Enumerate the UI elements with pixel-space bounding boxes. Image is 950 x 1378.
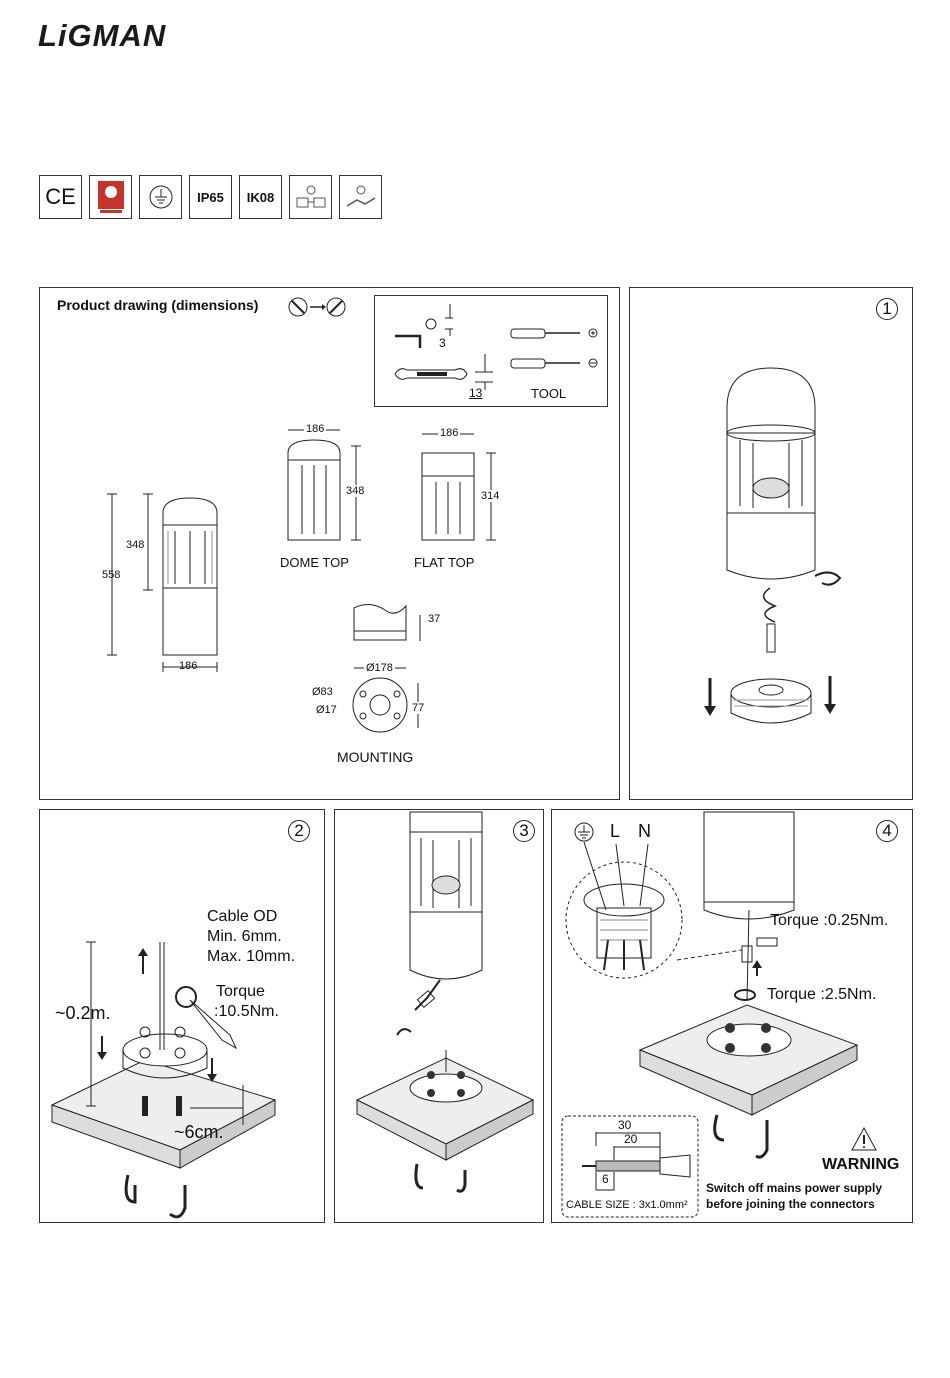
step-4-panel: 4 L N [551,809,913,1223]
terminal-l-label: L [610,821,621,841]
tool-label: TOOL [531,386,567,401]
tools-swap-icon [288,296,348,318]
strip-total: 30 [618,1118,632,1132]
step-1-panel: 1 [629,287,913,800]
ground-symbol-icon [139,175,182,219]
strip-outer: 20 [624,1132,638,1146]
warning-line-1: Switch off mains power supply [706,1181,883,1195]
main-top-height: 348 [126,539,145,551]
hex-key-size: 3 [439,336,446,350]
dome-height: 348 [346,485,365,497]
torque-label: Torque [216,983,265,1000]
ip-rating-badge: IP65 [189,175,232,219]
step-number: 4 [876,820,898,842]
quality-mark-icon [89,175,132,219]
warning-title: WARNING [822,1156,900,1173]
dome-width: 186 [304,423,327,435]
cable-max-label: Max. 10mm. [207,948,296,965]
cable-od-label: Cable OD [207,908,278,925]
flat-top-label: FLAT TOP [414,555,475,570]
warning-line-2: before joining the connectors [706,1197,875,1211]
depth-label: ~0.2m. [55,1003,111,1023]
step-2-illustration [50,941,277,1219]
connector-torque-label: Torque :0.25Nm. [770,912,889,929]
step-4-illustration [561,811,877,1218]
gland-torque-label: Torque :2.5Nm. [767,986,877,1003]
step-number: 1 [876,298,898,320]
cable-icon [339,175,382,219]
dome-top-label: DOME TOP [280,555,349,570]
voltage-icon [289,175,332,219]
flat-width: 186 [438,427,461,439]
mount-hole-diameter: Ø17 [316,704,337,716]
wrench-size: 13 [469,386,483,400]
ce-mark-icon: CE [39,175,82,219]
panel-title: Product drawing (dimensions) [57,297,259,313]
tool-box: 3 13 TOOL [374,295,608,407]
mounting-label: MOUNTING [337,749,414,765]
terminal-n-label: N [638,821,651,841]
main-total-height: 558 [102,569,121,581]
strip-inner: 6 [602,1172,609,1186]
step-3-panel: 3 [334,809,544,1223]
main-width: 186 [179,660,198,672]
mount-depth: 77 [412,702,425,714]
brand-logo: LiGMAN [38,18,167,53]
torque-value: :10.5Nm. [214,1003,279,1020]
flat-height: 314 [481,490,500,502]
mount-diameter: Ø178 [364,662,395,674]
cable-min-label: Min. 6mm. [207,928,282,945]
certification-row: CE IP65 IK08 [39,175,382,219]
step-1-illustration [704,367,842,724]
cable-size-label: CABLE SIZE : 3x1.0mm² [566,1199,688,1211]
step-2-panel: 2 Cable OD Min. 6mm. Max. 10mm. Torque :… [39,809,325,1223]
step-number: 2 [288,820,310,842]
ik-rating-badge: IK08 [239,175,282,219]
mount-inner-diameter: Ø83 [312,686,333,698]
product-drawing-panel: Product drawing (dimensions) 3 13 TOOL [39,287,620,800]
step-number: 3 [513,820,535,842]
mount-height: 37 [428,613,441,625]
step-3-illustration [355,811,535,1193]
gap-label: ~6cm. [174,1122,224,1142]
